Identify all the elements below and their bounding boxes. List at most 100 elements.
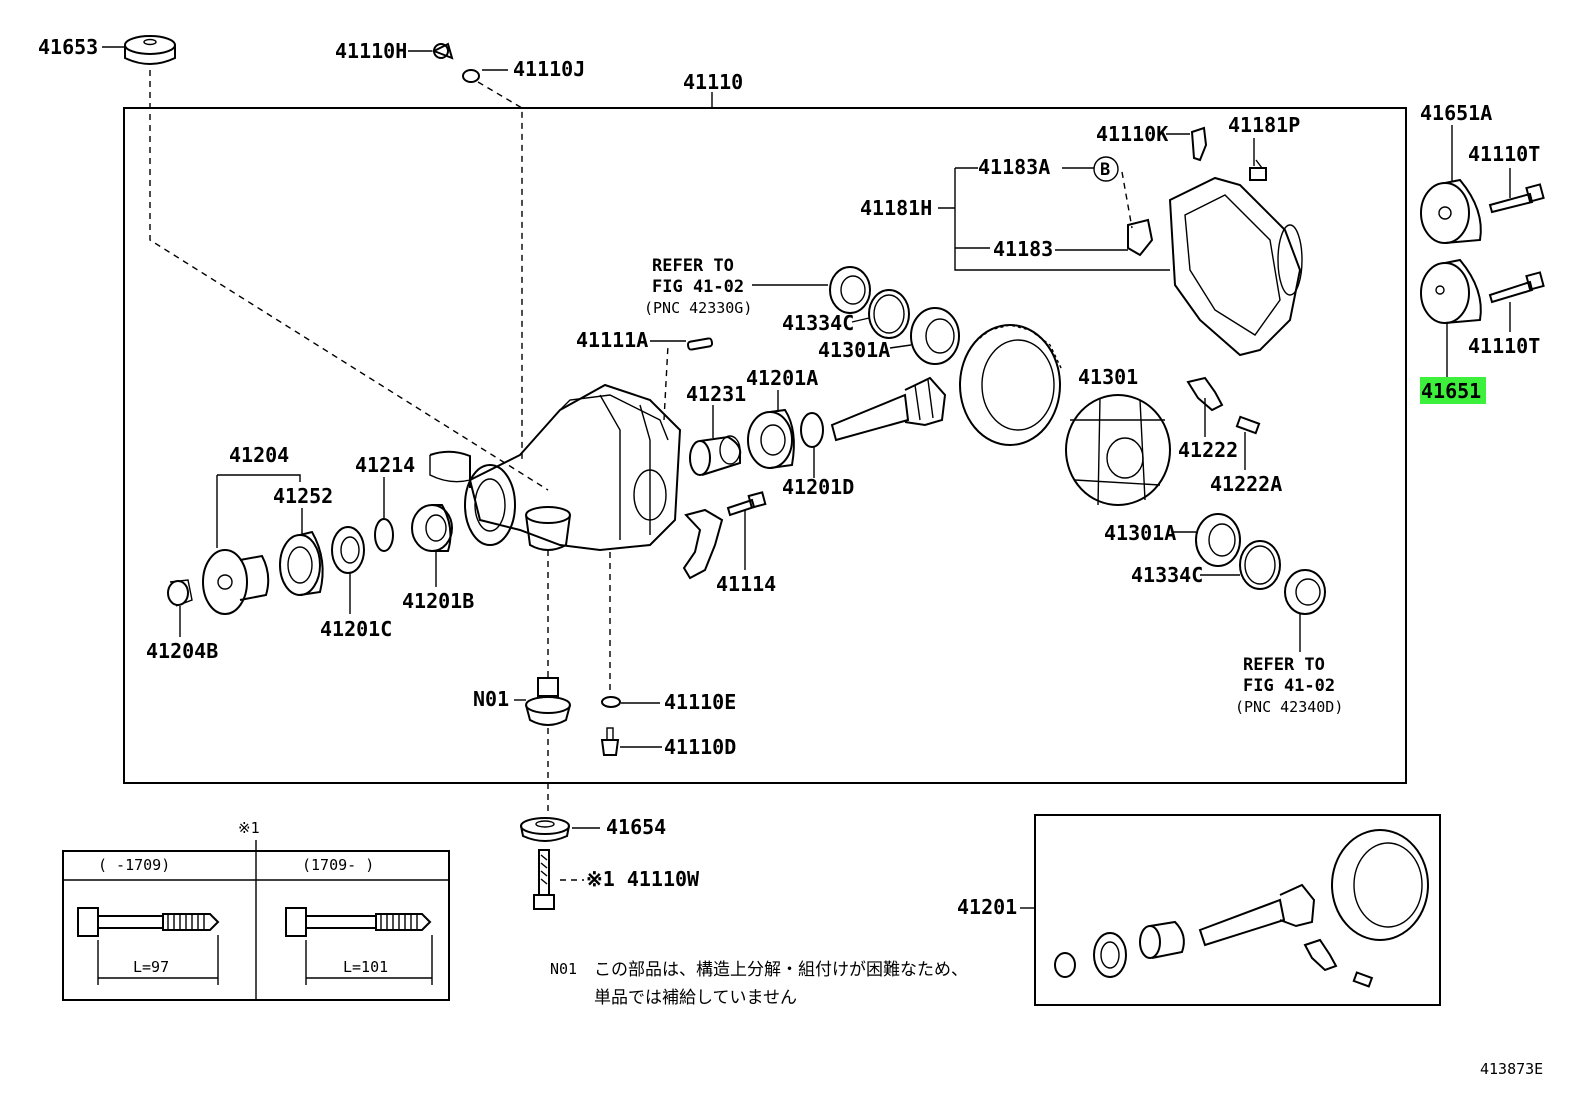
label-41114[interactable]: 41114 xyxy=(716,572,776,596)
part-41204-flange-drawing xyxy=(202,549,270,615)
part-41110T-upper-drawing xyxy=(1488,183,1545,214)
part-41110W-drawing xyxy=(533,849,555,910)
label-41110H[interactable]: 41110H xyxy=(335,39,407,63)
part-41231-drawing xyxy=(689,435,742,476)
label-41201A[interactable]: 41201A xyxy=(746,366,818,390)
part-41222-drawing xyxy=(1186,376,1224,412)
part-41301-ring-gear-drawing xyxy=(959,324,1063,446)
bolt-inset-table xyxy=(62,840,450,1001)
label-41252[interactable]: 41252 xyxy=(273,484,333,508)
part-41334C-top-drawing xyxy=(868,289,910,339)
part-41110K-drawing xyxy=(1190,126,1208,162)
label-41181P[interactable]: 41181P xyxy=(1228,113,1300,137)
inset-left-length: L=97 xyxy=(133,958,169,976)
label-41334C-top[interactable]: 41334C xyxy=(782,311,854,335)
label-41201[interactable]: 41201 xyxy=(957,895,1017,919)
label-41222A[interactable]: 41222A xyxy=(1210,472,1282,496)
inset-left-header: ( -1709) xyxy=(98,856,170,874)
label-41110[interactable]: 41110 xyxy=(683,70,743,94)
label-41204[interactable]: 41204 xyxy=(229,443,289,467)
inset-right-header: (1709- ) xyxy=(302,856,374,874)
label-41110E[interactable]: 41110E xyxy=(664,690,736,714)
differential-carrier-housing-drawing xyxy=(429,383,682,552)
part-41222A-drawing xyxy=(1235,415,1261,435)
label-41653[interactable]: 41653 xyxy=(38,35,98,59)
part-41214-drawing xyxy=(374,518,394,552)
part-41201D-drawing xyxy=(800,412,824,448)
part-41110E-drawing xyxy=(601,696,621,708)
part-41252-drawing xyxy=(279,530,324,596)
part-41114-drawing xyxy=(726,491,767,517)
label-circle-b: B xyxy=(1100,160,1110,180)
label-41183A[interactable]: 41183A xyxy=(978,155,1050,179)
note-line1: この部品は、構造上分解・組付けが困難なため、 xyxy=(594,960,968,980)
part-41110T-lower-drawing xyxy=(1488,271,1545,304)
assembly-frame xyxy=(123,107,1407,784)
label-41301A-top[interactable]: 41301A xyxy=(818,338,890,362)
kit-41201-inset xyxy=(1034,814,1441,1006)
label-41334C-bottom[interactable]: 41334C xyxy=(1131,563,1203,587)
part-differential-cover-drawing xyxy=(1168,176,1303,357)
label-41214[interactable]: 41214 xyxy=(355,453,415,477)
part-41201A-drawing xyxy=(747,408,795,469)
label-41110D[interactable]: 41110D xyxy=(664,735,736,759)
circle-b-marker xyxy=(1093,156,1119,182)
highlight-41651 xyxy=(1420,377,1486,404)
part-41301A-bottom-drawing xyxy=(1195,513,1241,567)
refer-bottom-line1: REFER TO xyxy=(1243,655,1325,675)
refer-top-line3: (PNC 42330G) xyxy=(644,299,752,317)
figure-code: 413873E xyxy=(1480,1060,1543,1078)
part-41110D-drawing xyxy=(600,727,620,756)
label-41183[interactable]: 41183 xyxy=(993,237,1053,261)
part-drive-pinion-drawing xyxy=(830,376,947,442)
part-41201C-drawing xyxy=(331,526,365,574)
label-41654[interactable]: 41654 xyxy=(606,815,666,839)
part-41110J-drawing xyxy=(462,69,480,83)
part-oil-seal-bottom-drawing xyxy=(1284,569,1326,615)
label-41231[interactable]: 41231 xyxy=(686,382,746,406)
note-line2: 単品では補給していません xyxy=(594,988,797,1008)
part-41651-drawing xyxy=(1420,258,1482,324)
part-41653-drawing xyxy=(124,35,176,65)
part-41204B-drawing xyxy=(167,579,193,607)
label-41110T-lower[interactable]: 41110T xyxy=(1468,334,1540,358)
note-code: N01 xyxy=(550,960,577,978)
label-41201D[interactable]: 41201D xyxy=(782,475,854,499)
part-41183-drawing xyxy=(1127,218,1154,257)
part-41201B-drawing xyxy=(411,504,453,552)
label-N01[interactable]: N01 xyxy=(473,687,509,711)
part-bearing-cap-drawing xyxy=(682,508,724,580)
label-41651A[interactable]: 41651A xyxy=(1420,101,1492,125)
refer-bottom-line2: FIG 41-02 xyxy=(1243,676,1335,696)
part-41110H-drawing xyxy=(431,42,454,60)
label-41110K[interactable]: 41110K xyxy=(1096,122,1168,146)
label-41651[interactable]: 41651 xyxy=(1421,379,1481,403)
part-N01-drawing xyxy=(525,677,571,726)
label-41110W[interactable]: ※1 41110W xyxy=(586,867,700,891)
inset-right-length: L=101 xyxy=(343,958,388,976)
part-41301A-top-drawing xyxy=(910,307,960,365)
label-41111A[interactable]: 41111A xyxy=(576,328,648,352)
label-41204B[interactable]: 41204B xyxy=(146,639,218,663)
refer-top-line2: FIG 41-02 xyxy=(652,277,744,297)
refer-top-line1: REFER TO xyxy=(652,256,734,276)
part-differential-case-drawing xyxy=(1065,394,1171,506)
label-41181H[interactable]: 41181H xyxy=(860,196,932,220)
label-41301A-bottom[interactable]: 41301A xyxy=(1104,521,1176,545)
part-41654-drawing xyxy=(520,817,570,842)
part-41111A-drawing xyxy=(686,337,714,351)
part-41181P-drawing xyxy=(1249,159,1267,181)
part-41334C-bottom-drawing xyxy=(1239,540,1281,590)
label-41222[interactable]: 41222 xyxy=(1178,438,1238,462)
label-41201B[interactable]: 41201B xyxy=(402,589,474,613)
refer-bottom-line3: (PNC 42340D) xyxy=(1235,698,1343,716)
label-41110J[interactable]: 41110J xyxy=(513,57,585,81)
part-41651A-drawing xyxy=(1420,178,1482,244)
label-41201C[interactable]: 41201C xyxy=(320,617,392,641)
part-oil-seal-top-drawing xyxy=(829,266,871,314)
label-41301[interactable]: 41301 xyxy=(1078,365,1138,389)
label-41110T-upper[interactable]: 41110T xyxy=(1468,142,1540,166)
inset-marker: ※1 xyxy=(238,819,260,837)
